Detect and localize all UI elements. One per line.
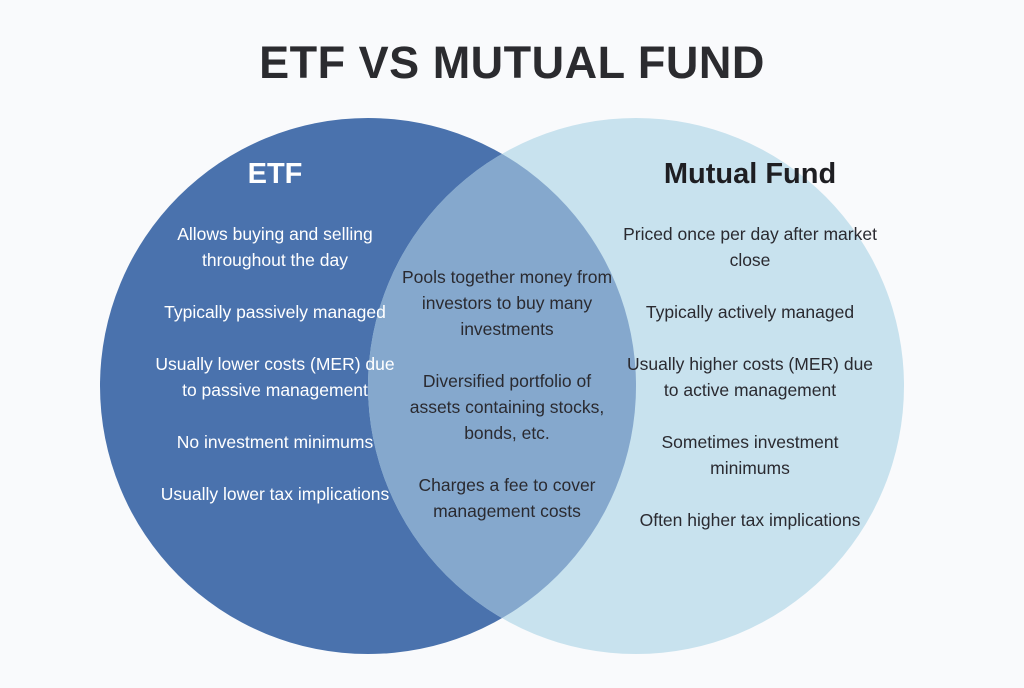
venn-right-items: Priced once per day after market close T… [620, 221, 880, 533]
venn-right-column: Mutual Fund Priced once per day after ma… [620, 158, 880, 533]
list-item: Charges a fee to cover management costs [418, 475, 596, 521]
list-item: Often higher tax implications [639, 510, 861, 531]
list-item: Usually lower tax implications [160, 484, 390, 505]
list-item: Diversified portfolio of assets containi… [409, 371, 605, 443]
venn-overlap-items: Pools together money from investors to b… [398, 264, 616, 524]
venn-overlap-column: Pools together money from investors to b… [398, 264, 616, 524]
list-item: Sometimes investment minimums [661, 432, 839, 479]
list-item: Priced once per day after market close [623, 224, 877, 271]
venn-left-items: Allows buying and selling throughout the… [155, 221, 395, 507]
list-item: Pools together money from investors to b… [401, 267, 613, 339]
venn-left-heading: ETF [247, 158, 303, 190]
list-item: Allows buying and selling throughout the… [177, 224, 373, 271]
venn-overlap-region [368, 118, 636, 654]
page-title: ETF VS MUTUAL FUND [259, 37, 765, 88]
list-item: Typically passively managed [164, 302, 386, 323]
venn-right-heading: Mutual Fund [663, 158, 837, 190]
list-item: Typically actively managed [645, 302, 855, 323]
venn-left-column: ETF Allows buying and selling throughout… [155, 158, 395, 507]
list-item: No investment minimums [176, 432, 374, 453]
list-item: Usually lower costs (MER) due to passive… [155, 354, 395, 401]
list-item: Usually higher costs (MER) due to active… [626, 354, 874, 401]
